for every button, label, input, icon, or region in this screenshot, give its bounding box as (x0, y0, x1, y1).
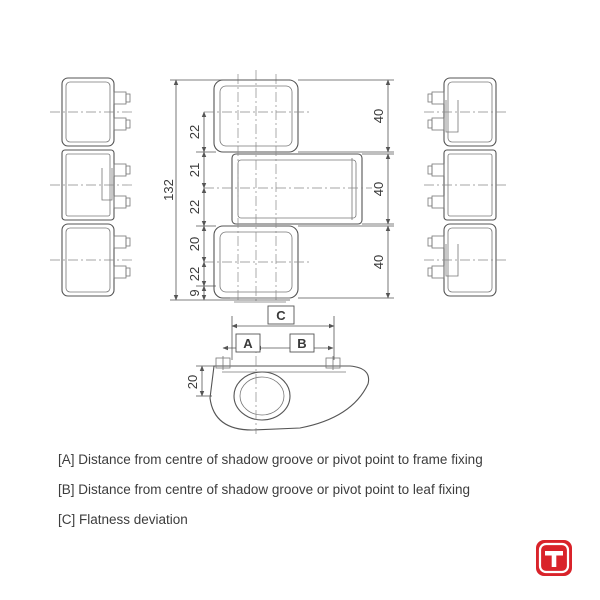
segment-label: 9 (187, 289, 202, 296)
left-side-view (50, 77, 134, 297)
svg-text:B: B (297, 336, 306, 351)
segment-label: 22 (187, 200, 202, 214)
brand-logo-icon (536, 540, 572, 576)
segment-label: 22 (187, 267, 202, 281)
dimension-lines (170, 79, 394, 301)
callout-b: B (289, 333, 315, 353)
hinge-technical-drawing: .o { fill: #ffffff; stroke: #555; stroke… (50, 70, 508, 434)
segment-label: 21 (187, 163, 202, 177)
overall-height-label: 132 (161, 179, 176, 201)
legend-c-text: [C] Flatness deviation (58, 512, 188, 527)
plan-height-label: 20 (185, 375, 200, 389)
segment-label: 22 (187, 125, 202, 139)
legend-a-text: [A] Distance from centre of shadow groov… (58, 452, 483, 467)
plan-view (209, 338, 370, 434)
callout-c: C (267, 305, 295, 325)
legend-b-text: [B] Distance from centre of shadow groov… (58, 482, 470, 497)
svg-text:C: C (276, 308, 286, 323)
callout-a: A (235, 333, 261, 353)
front-view (204, 70, 372, 304)
knuckle-height-label: 40 (371, 255, 386, 269)
knuckle-height-label: 40 (371, 109, 386, 123)
knuckle-height-label: 40 (371, 182, 386, 196)
segment-label: 20 (187, 237, 202, 251)
right-side-view (424, 77, 508, 297)
svg-text:A: A (243, 336, 253, 351)
